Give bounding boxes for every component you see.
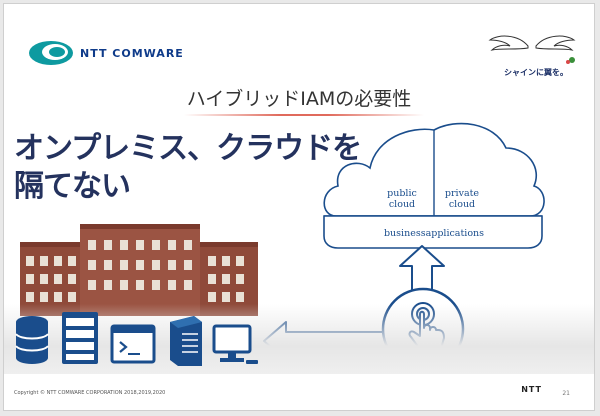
slide: NTT COMWARE シャインに翼を。 ハイブリッドIAMの必要性 オンプレミ… <box>3 3 595 411</box>
private-label-2: cloud <box>449 199 475 210</box>
database-icon <box>15 316 49 364</box>
footer-logo: NTT <box>521 385 542 394</box>
business-applications-label: businessapplications <box>384 228 484 239</box>
floor-shadow <box>4 304 594 374</box>
terminal-window-icon <box>110 324 156 364</box>
server-rack-icon <box>62 312 98 364</box>
hybrid-cloud-diagram: public cloud private cloud businessappli… <box>323 122 545 249</box>
headline-line-1: オンプレミス、クラウドを <box>14 131 362 166</box>
desktop-computer-icon <box>212 324 258 364</box>
title-underline <box>184 114 424 116</box>
tagline-badge: シャインに翼を。 <box>488 32 576 78</box>
office-buildings-icon <box>20 224 258 316</box>
public-label-1: public <box>387 188 417 199</box>
tagline-text: シャインに翼を。 <box>504 68 568 77</box>
headline: オンプレミス、クラウドを 隔てない <box>14 130 362 206</box>
page-number: 21 <box>562 390 570 397</box>
ntt-logo-mark-icon <box>29 41 73 65</box>
slide-title: ハイブリッドIAMの必要性 <box>186 88 412 110</box>
headline-line-2: 隔てない <box>14 169 131 204</box>
copyright-text: Copyright © NTT COMWARE CORPORATION 2018… <box>14 390 166 396</box>
tower-server-icon <box>170 316 202 366</box>
public-label-2: cloud <box>389 199 415 210</box>
ntt-comware-logo: NTT COMWARE <box>28 38 184 68</box>
private-label-1: private <box>445 188 480 199</box>
brand-text: NTT COMWARE <box>80 46 184 60</box>
wings-icon <box>488 35 576 64</box>
